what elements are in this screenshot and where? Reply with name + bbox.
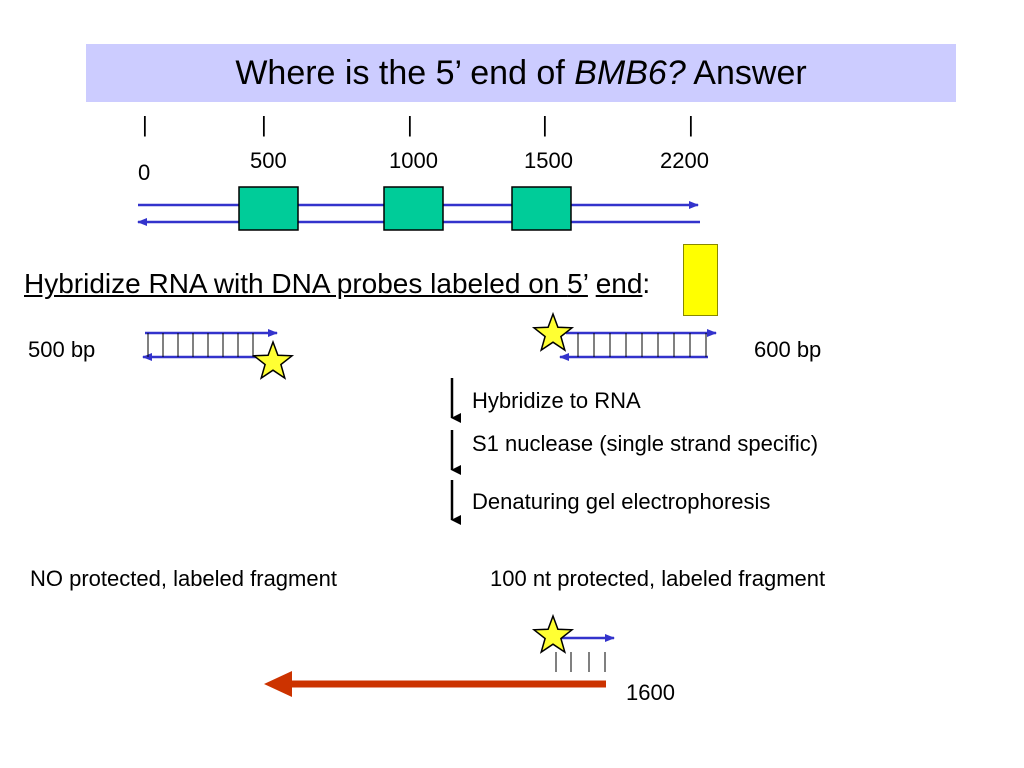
probe-500bp xyxy=(142,329,295,380)
title-banner: Where is the 5’ end of BMB6? Answer xyxy=(86,44,956,102)
probe-600bp xyxy=(531,311,717,361)
exon-box-2 xyxy=(383,186,444,231)
star-label-icon xyxy=(251,339,295,380)
result-right: 100 nt protected, labeled fragment xyxy=(490,566,826,591)
instruction-text: Hybridize RNA with DNA probes labeled on xyxy=(24,268,568,299)
result-left: NO protected, labeled fragment xyxy=(30,566,337,591)
position-label-0: 0 xyxy=(138,160,151,185)
position-label-500: 500 xyxy=(250,148,287,173)
five-prime-highlight: 5’ xyxy=(567,268,588,299)
star-label-icon xyxy=(531,613,575,654)
step-gel: Denaturing gel electrophoresis xyxy=(472,489,771,514)
highlight-box xyxy=(683,244,718,316)
tick-mark-0: | xyxy=(142,112,148,137)
title-prefix: Where is the 5’ end of xyxy=(235,54,575,92)
rna-position-label: 1600 xyxy=(626,680,675,705)
star-label-icon xyxy=(531,311,575,352)
instruction-colon: : xyxy=(642,268,651,299)
rna-arrow xyxy=(264,671,606,697)
protected-fragment xyxy=(531,613,615,672)
rna-arrowhead-icon xyxy=(264,671,292,697)
position-label-1000: 1000 xyxy=(389,148,438,173)
tick-mark-500: | xyxy=(261,112,267,137)
instruction-line: Hybridize RNA with DNA probes labeled on… xyxy=(24,268,650,300)
probe-500-base-pairs xyxy=(147,333,254,357)
position-label-2200: 2200 xyxy=(660,148,709,173)
tick-mark-1000: | xyxy=(407,112,413,137)
step-s1-nuclease: S1 nuclease (single strand specific) xyxy=(472,431,819,456)
fragment-base-pairs xyxy=(555,652,606,672)
probe-600-base-pairs xyxy=(577,333,707,357)
title-suffix: Answer xyxy=(685,54,807,92)
exon-box-1 xyxy=(238,186,299,231)
slide-title: Where is the 5’ end of BMB6? Answer xyxy=(86,44,956,102)
genomic-dna xyxy=(137,186,700,231)
step-hybridize: Hybridize to RNA xyxy=(472,388,641,413)
exon-box-3 xyxy=(511,186,572,231)
probe-right-label: 600 bp xyxy=(754,337,822,362)
probe-left-label: 500 bp xyxy=(28,337,96,362)
title-gene-name: BMB6? xyxy=(574,54,686,92)
instruction-end-word: end xyxy=(595,268,643,299)
tick-mark-2200: | xyxy=(688,112,694,137)
position-label-1500: 1500 xyxy=(524,148,573,173)
tick-mark-1500: | xyxy=(542,112,548,137)
